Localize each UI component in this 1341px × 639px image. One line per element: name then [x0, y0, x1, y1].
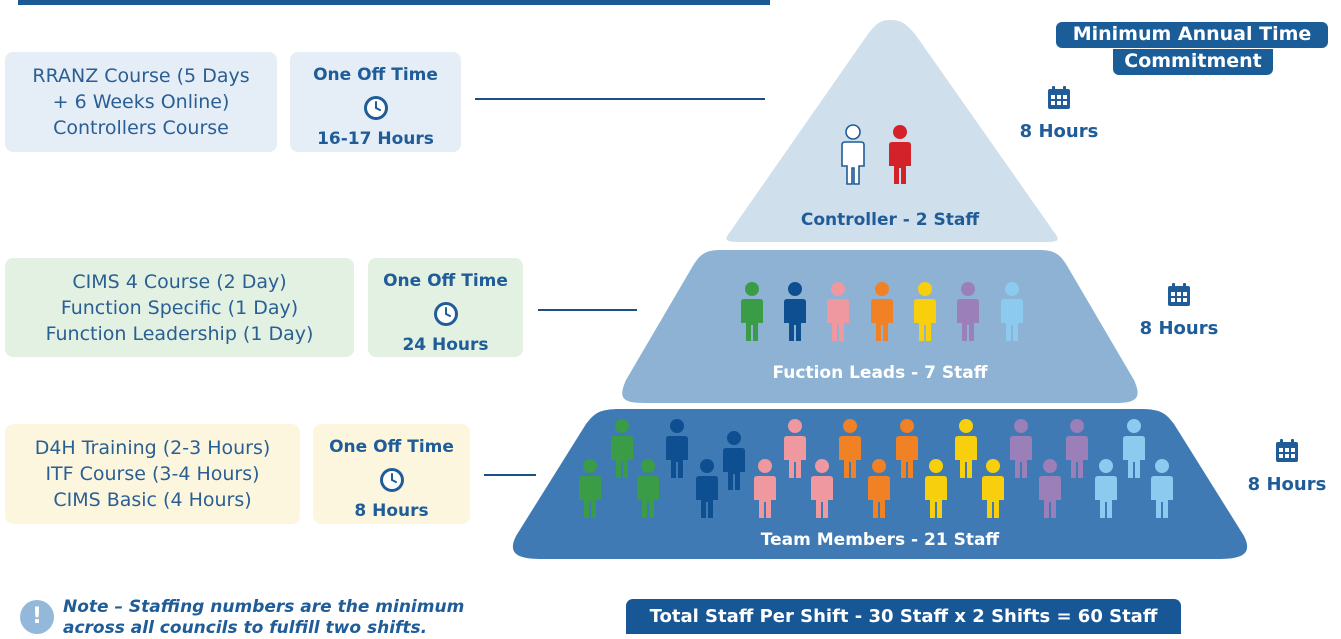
person-icon: [868, 459, 890, 518]
note-line1: Note – Staffing numbers are the minimum: [63, 597, 465, 617]
time-label: One Off Time: [313, 65, 438, 85]
course-line: + 6 Weeks Online): [52, 91, 230, 113]
person-icon: [696, 459, 718, 518]
annual-time-line2: Commitment: [1113, 49, 1273, 75]
person-icon: [611, 419, 633, 478]
calendar-icon: [1168, 283, 1190, 306]
person-icon: [871, 282, 893, 341]
course-line: CIMS Basic (4 Hours): [53, 489, 252, 511]
note-alert-icon: !: [20, 600, 54, 634]
person-icon: [925, 459, 947, 518]
tier-middle-course-box: CIMS 4 Course (2 Day) Function Specific …: [5, 258, 354, 357]
course-line: Function Leadership (1 Day): [45, 322, 314, 345]
calendar-icon: [1048, 86, 1070, 109]
person-icon: [811, 459, 833, 518]
tier-middle-connector: [538, 309, 637, 311]
tier-middle-time-box: One Off Time 24 Hours: [368, 258, 523, 357]
person-icon: [579, 459, 601, 518]
course-line: CIMS 4 Course (2 Day): [72, 270, 287, 293]
person-icon: [1123, 419, 1145, 478]
clock-icon: [379, 468, 404, 492]
course-line: ITF Course (3-4 Hours): [45, 463, 260, 485]
tier-top-shape: [726, 20, 1058, 242]
person-icon: [839, 419, 861, 478]
person-icon: [637, 459, 659, 518]
person-icon: [1095, 459, 1117, 518]
person-icon: [841, 124, 865, 185]
tier-bottom-label: Team Members - 21 Staff: [760, 530, 1000, 550]
person-icon: [1151, 459, 1173, 518]
time-value: 24 Hours: [402, 335, 489, 355]
course-line: Controllers Course: [53, 117, 229, 139]
person-icon: [723, 431, 745, 490]
tier-top-label: Controller - 2 Staff: [800, 210, 980, 230]
person-icon: [982, 459, 1004, 518]
header-rule: [18, 0, 770, 5]
time-label: One Off Time: [329, 437, 454, 457]
course-line: D4H Training (2-3 Hours): [34, 437, 271, 459]
annual-time-line1: Minimum Annual Time: [1056, 22, 1328, 48]
tier-bottom-connector: [484, 474, 536, 476]
tier-top-hours: 8 Hours: [1009, 85, 1109, 142]
person-icon: [957, 282, 979, 341]
person-icon: [666, 419, 688, 478]
annual-time-badge: Minimum Annual Time Commitment: [1056, 22, 1328, 76]
tier-middle-hours-text: 8 Hours: [1139, 318, 1219, 339]
tier-bottom-time-box: One Off Time 8 Hours: [313, 424, 470, 524]
time-label: One Off Time: [383, 271, 508, 291]
person-icon: [1001, 282, 1023, 341]
person-icon: [741, 282, 763, 341]
clock-icon: [363, 96, 388, 120]
time-value: 16-17 Hours: [317, 129, 434, 149]
tier-top-hours-text: 8 Hours: [1019, 121, 1099, 142]
course-line: Function Specific (1 Day): [60, 296, 299, 319]
person-icon: [1010, 419, 1032, 478]
tier-bottom-hours-text: 8 Hours: [1247, 474, 1327, 495]
person-icon: [784, 282, 806, 341]
tier-top-connector: [475, 98, 765, 100]
calendar-icon: [1276, 439, 1298, 462]
person-icon: [754, 459, 776, 518]
time-value: 8 Hours: [354, 501, 429, 521]
tier-top-time-box: One Off Time 16-17 Hours: [290, 52, 461, 152]
course-line: RRANZ Course (5 Days: [32, 65, 250, 87]
tier-middle-label: Fuction Leads - 7 Staff: [772, 363, 988, 383]
person-icon: [889, 125, 911, 184]
person-icon: [896, 419, 918, 478]
person-icon: [784, 419, 806, 478]
people-layer: [579, 124, 1173, 518]
person-icon: [1066, 419, 1088, 478]
tier-middle-hours: 8 Hours: [1129, 282, 1229, 339]
note-line2: across all councils to fulfill two shift…: [63, 618, 428, 638]
person-icon: [1039, 459, 1061, 518]
clock-icon: [433, 302, 458, 326]
person-icon: [827, 282, 849, 341]
person-icon: [955, 419, 977, 478]
person-icon: [914, 282, 936, 341]
tier-bottom-course-box: D4H Training (2-3 Hours) ITF Course (3-4…: [5, 424, 300, 524]
tier-top-course-box: RRANZ Course (5 Days + 6 Weeks Online) C…: [5, 52, 277, 152]
total-staff-bar: Total Staff Per Shift - 30 Staff x 2 Shi…: [626, 599, 1181, 634]
note-text: Note – Staffing numbers are the minimum …: [63, 597, 523, 639]
tier-bottom-hours: 8 Hours: [1237, 438, 1337, 495]
